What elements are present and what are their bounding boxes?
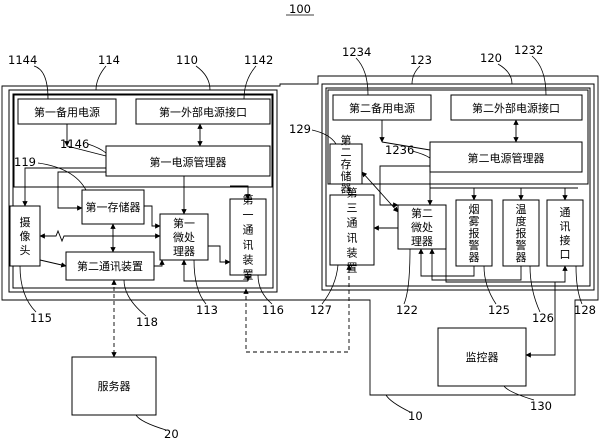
first-comm-device-box [229, 198, 267, 276]
comm-port-label: 通讯接口 [560, 206, 571, 261]
server-box [71, 356, 157, 416]
ref-119: 119 [14, 155, 36, 169]
ref-125: 125 [488, 303, 510, 317]
monitor-label: 监控器 [466, 350, 499, 364]
second-power-manager-label: 第二电源管理器 [468, 151, 545, 165]
left-unit-connections [22, 123, 251, 282]
ref-1146: 1146 [60, 137, 89, 151]
ref-128: 128 [574, 303, 596, 317]
ref-127: 127 [310, 303, 332, 317]
ref-130: 130 [530, 399, 552, 413]
ref-122: 122 [396, 303, 418, 317]
ref-118: 118 [136, 315, 158, 329]
ref-110: 110 [176, 53, 198, 67]
second-backup-power-box [332, 94, 432, 121]
right-power-group-frame [327, 89, 589, 185]
right-unit-outer-frame [321, 83, 595, 291]
first-backup-power-label: 第一备用电源 [34, 105, 100, 119]
ref-129: 129 [289, 122, 311, 136]
second-power-manager-box [429, 141, 583, 173]
camera-label: 摄像头 [20, 215, 31, 257]
second-memory-label: 第二存储器 [341, 133, 352, 195]
third-comm-device-box [329, 194, 375, 266]
second-backup-power-label: 第二备用电源 [349, 101, 415, 115]
reference-numbers: 1144 114 110 1142 1146 119 115 118 113 1… [8, 43, 596, 441]
monitor-box [437, 327, 527, 387]
ref-1144: 1144 [8, 53, 37, 67]
ref-1142: 1142 [244, 53, 273, 67]
second-external-power-port-label: 第二外部电源接口 [472, 101, 560, 115]
third-comm-device-label: 第三通讯装置 [347, 186, 358, 275]
system-outline [1, 75, 599, 396]
right-unit-inner-frame [325, 87, 591, 287]
first-memory-label: 第一存储器 [86, 200, 141, 214]
first-power-manager-label: 第一电源管理器 [150, 155, 227, 169]
second-external-power-port-box [450, 94, 583, 121]
ref-126: 126 [532, 311, 554, 325]
ref-123: 123 [410, 53, 432, 67]
first-power-manager-box [105, 145, 271, 177]
second-microprocessor-label: 第二微处理器 [411, 206, 433, 248]
ref-113: 113 [196, 303, 218, 317]
figure-ref: 100 [289, 2, 311, 16]
comm-port-box [546, 199, 584, 267]
ref-1234: 1234 [342, 45, 371, 59]
wireless-link [243, 264, 352, 353]
first-memory-box [81, 189, 145, 225]
right-unit-connections [361, 119, 578, 283]
first-external-power-port-label: 第一外部电源接口 [159, 105, 247, 119]
left-unit-outer-frame [8, 89, 278, 293]
ref-1236: 1236 [385, 143, 414, 157]
first-external-power-port-box [135, 98, 271, 125]
left-unit-inner-frame [12, 93, 274, 289]
ref-20: 20 [164, 427, 179, 441]
temperature-alarm-label: 温度报警器 [516, 203, 527, 264]
second-microprocessor-box [397, 204, 447, 250]
ref-114: 114 [98, 53, 120, 67]
smoke-alarm-label: 烟雾报警器 [469, 202, 480, 264]
ref-116: 116 [262, 303, 284, 317]
second-comm-device-label: 第二通讯装置 [77, 259, 143, 273]
ref-115: 115 [30, 311, 52, 325]
ref-10: 10 [408, 409, 423, 423]
server-label: 服务器 [98, 380, 131, 393]
right-unit: 第二备用电源 第二外部电源接口 第二电源管理器 第二存储器 第三通讯装置 第二微… [321, 83, 595, 291]
first-microprocessor-box [159, 213, 209, 261]
second-comm-device-box [65, 251, 155, 281]
left-unit: 第一备用电源 第一外部电源接口 第一电源管理器 第一存储器 摄像头 第一微处理器… [8, 89, 278, 293]
second-memory-box [329, 143, 363, 185]
ref-120: 120 [480, 51, 502, 65]
ref-1232: 1232 [514, 43, 543, 57]
temperature-alarm-box [502, 199, 540, 267]
left-power-group-frame [13, 94, 273, 188]
monitor-link [525, 282, 556, 358]
first-microprocessor-label: 第一微处理器 [173, 216, 195, 258]
